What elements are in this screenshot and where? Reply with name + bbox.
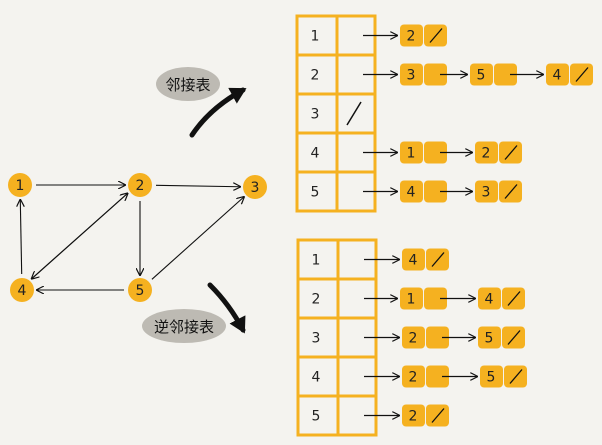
inverse_adjacency-list-node-value: 4 [485,292,494,308]
graph-node-5 [128,278,152,302]
adjacency-vertex-label: 5 [311,185,320,201]
inverse_adjacency-list-node-data [478,287,501,310]
adjacency-list-node-value: 3 [482,185,491,201]
inverse_adjacency-list-node-data [402,248,425,271]
adjacency-list-null-mark [429,28,443,43]
inverse_adjacency-list-node-value: 1 [407,292,416,308]
inverse_adjacency-list-node-data [402,365,425,388]
adjacency-null-pointer [346,101,362,126]
adjacency-list-node-value: 3 [407,68,416,84]
adjacency-vertex-label: 4 [311,146,320,162]
adjacency-list-node-value: 2 [482,146,491,162]
adjacency-list-node-next [494,63,517,86]
adjacency-list-node-next [424,180,447,203]
inverse_adjacency-list-node-value: 4 [409,253,418,269]
inverse_adjacency-list-null-mark [509,369,523,384]
inverse-arrow [207,282,246,334]
adjacency-vertex-label: 2 [311,68,320,84]
inverse_adjacency-list-node-next [426,365,449,388]
adjacency-list-node-data [470,63,493,86]
inverse_adjacency-vertex-label: 2 [312,292,321,308]
graph-node-label: 3 [251,180,260,196]
adjacency-list-node-data [475,141,498,164]
inverse_adjacency-list-node-data [402,404,425,427]
adjacency-list-node-data [400,24,423,47]
inverse_adjacency-list-node-data [402,326,425,349]
adjacency-list-null-mark [504,184,518,199]
adjacency-list-node-data [546,63,569,86]
inverse_adjacency-vertex-label: 4 [312,370,321,386]
graph-edge-4-2 [32,193,128,279]
graph-node-4 [10,278,34,302]
adjacency-list-node-next [424,141,447,164]
graph-node-label: 2 [136,178,145,194]
inverse_adjacency-list-null-mark [507,291,521,306]
adjacency-list-node-value: 5 [477,68,486,84]
inverse_adjacency-list-node-data [478,326,501,349]
adjacency-list-node-value: 4 [553,68,562,84]
inverse_adjacency-list-node-data [480,365,503,388]
adjacency-arrow [189,87,247,138]
inverse_adjacency-vertex-label: 1 [312,253,321,269]
adjacency-list-null-mark [575,67,589,82]
inverse_adjacency-list-null-mark [431,252,445,267]
inverse_adjacency-vertex-label: 5 [312,409,321,425]
adjacency-list-node-next [424,63,447,86]
inverse_adjacency-list-node-next [424,287,447,310]
inverse_adjacency-list-null-mark [507,330,521,345]
inverse_adjacency-list-node-next [426,326,449,349]
adjacency-list-node-data [400,180,423,203]
graph-node-label: 5 [136,283,145,299]
inverse-label-bg [142,309,226,343]
adjacency-vertex-label: 3 [311,107,320,123]
adjacency-vertex-label: 1 [311,29,320,45]
adjacency-list-node-data [400,141,423,164]
graph-node-label: 1 [16,178,25,194]
graph-edge-4-1 [20,200,21,275]
inverse_adjacency-list-node-value: 2 [409,370,418,386]
inverse-adjacency-label: 逆邻接表 [154,318,214,336]
inverse_adjacency-list-null-mark [431,408,445,423]
graph-edge-5-3 [151,197,244,280]
inverse_adjacency-vertex-label: 3 [312,331,321,347]
adjacency-list-node-value: 2 [407,29,416,45]
inverse_adjacency-list-node-value: 5 [485,331,494,347]
adjacency-list-null-mark [504,145,518,160]
inverse_adjacency-list-node-value: 2 [409,409,418,425]
adjacency-list-node-value: 1 [407,146,416,162]
graph-node-label: 4 [18,283,27,299]
inverse_adjacency-list-node-data [400,287,423,310]
adjacency-list-node-data [475,180,498,203]
graph-node-1 [8,173,32,197]
adjacency-pointer-cell [335,92,377,135]
graph-node-2 [128,173,152,197]
graph-node-3 [243,175,267,199]
inverse_adjacency-list-node-value: 2 [409,331,418,347]
adjacency-list-node-data [400,63,423,86]
adjacency-list-node-value: 4 [407,185,416,201]
adjacency-label: 邻接表 [165,76,210,94]
inverse_adjacency-list-node-value: 5 [487,370,496,386]
graph-edge-2-3 [155,185,240,186]
adjacency-label-bg [156,67,220,101]
